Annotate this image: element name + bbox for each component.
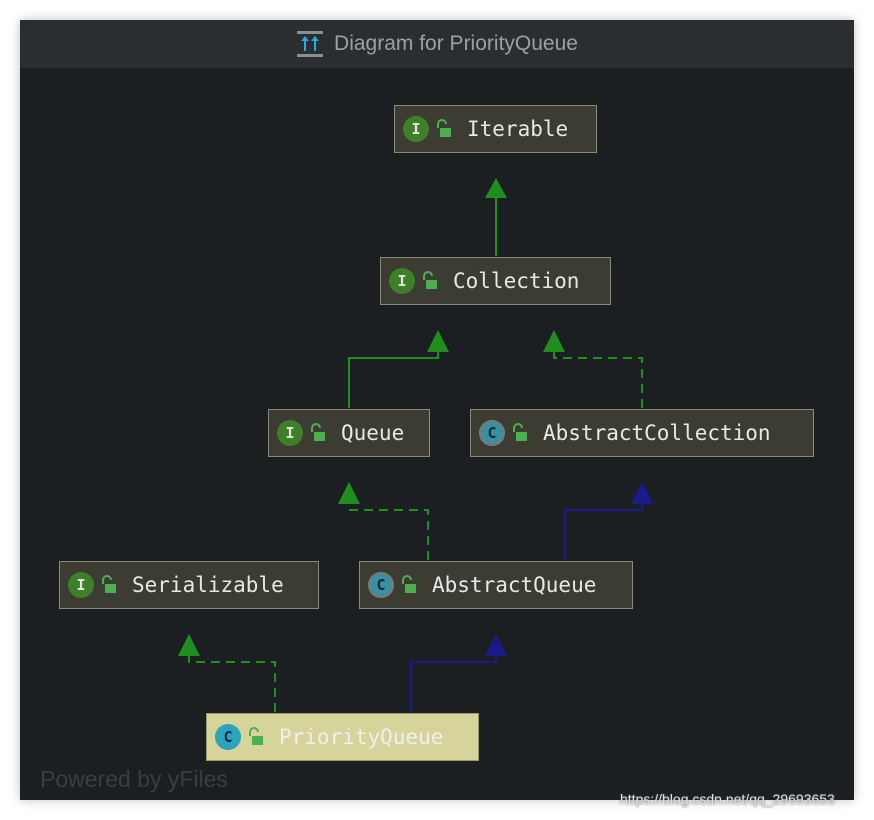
interface-icon: I (403, 116, 429, 142)
yfiles-watermark: Powered by yFiles (40, 766, 228, 792)
node-label: Iterable (467, 117, 569, 141)
node-abstract-collection[interactable]: C AbstractCollection (470, 409, 814, 457)
edge-priorityqueue-abstractqueue (410, 634, 507, 712)
public-lock-icon (102, 575, 116, 593)
edge-abstractcollection-collection (543, 330, 643, 408)
diagram-icon (296, 30, 324, 58)
diagram-window: Diagram for PriorityQueue (20, 20, 854, 800)
node-label: AbstractCollection (543, 421, 771, 445)
node-label: PriorityQueue (279, 725, 444, 749)
edge-abstractqueue-abstractcollection (564, 482, 653, 560)
edges-layer (178, 178, 653, 712)
window-title: Diagram for PriorityQueue (334, 32, 578, 55)
edge-queue-collection (348, 330, 449, 408)
public-lock-icon (513, 423, 527, 441)
edge-priorityqueue-serializable (178, 634, 276, 712)
public-lock-icon (402, 575, 416, 593)
node-label: AbstractQueue (432, 573, 597, 597)
diagram-canvas[interactable]: I Iterable I Collection I Queue (20, 68, 854, 800)
abstract-class-icon: C (368, 572, 394, 598)
class-icon: C (215, 724, 241, 750)
window-titlebar: Diagram for PriorityQueue (20, 20, 854, 68)
node-label: Queue (341, 421, 405, 445)
public-lock-icon (311, 423, 325, 441)
node-priority-queue[interactable]: C PriorityQueue (206, 713, 479, 761)
source-url-watermark: https://blog.csdn.net/qq_29693653 (620, 791, 835, 807)
node-queue[interactable]: I Queue (268, 409, 430, 457)
interface-icon: I (277, 420, 303, 446)
edge-collection-iterable (485, 178, 507, 256)
node-abstract-queue[interactable]: C AbstractQueue (359, 561, 633, 609)
interface-icon: I (68, 572, 94, 598)
interface-icon: I (389, 268, 415, 294)
public-lock-icon (423, 271, 437, 289)
public-lock-icon (249, 727, 263, 745)
public-lock-icon (437, 119, 451, 137)
node-label: Serializable (132, 573, 284, 597)
edge-abstractqueue-queue (338, 482, 429, 560)
node-label: Collection (453, 269, 580, 293)
node-collection[interactable]: I Collection (380, 257, 611, 305)
node-iterable[interactable]: I Iterable (394, 105, 597, 153)
abstract-class-icon: C (479, 420, 505, 446)
node-serializable[interactable]: I Serializable (59, 561, 319, 609)
